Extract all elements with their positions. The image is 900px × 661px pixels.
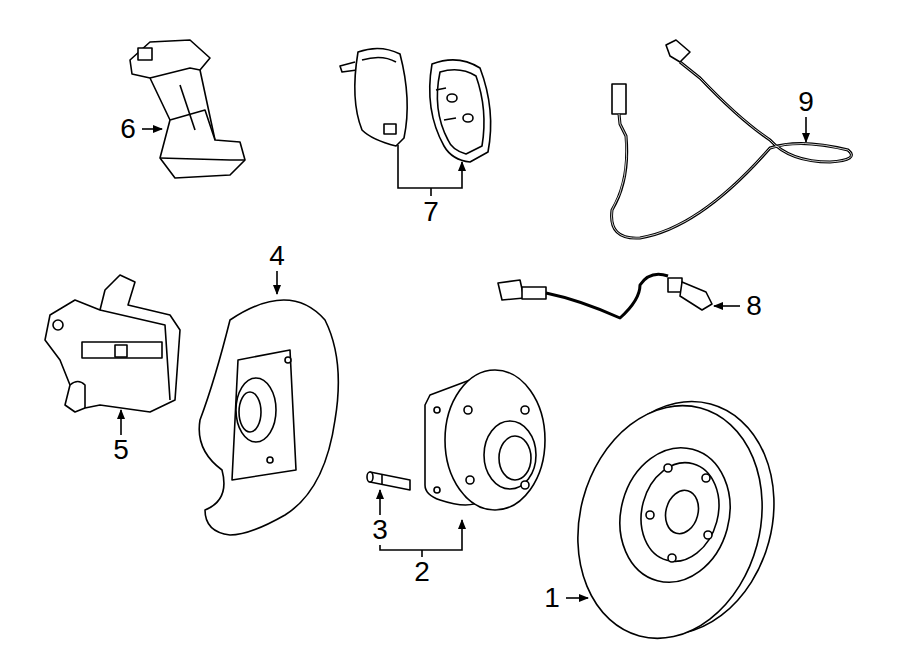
dust-shield bbox=[199, 300, 338, 535]
wheel-hub bbox=[425, 370, 545, 510]
caliper-bracket bbox=[130, 40, 245, 178]
callout-number: 9 bbox=[798, 88, 814, 116]
callout-number: 2 bbox=[414, 558, 430, 586]
wheel-stud bbox=[367, 472, 410, 490]
callout-number: 6 bbox=[120, 115, 136, 143]
callout-number: 8 bbox=[746, 292, 762, 320]
brake-rotor bbox=[553, 380, 800, 659]
sensor-harness bbox=[612, 40, 852, 238]
brake-pads bbox=[340, 48, 491, 162]
callout-number: 1 bbox=[544, 584, 560, 612]
wheel-speed-sensor bbox=[498, 274, 712, 318]
callout-number: 5 bbox=[113, 436, 129, 464]
brake-caliper bbox=[45, 275, 180, 412]
callout-number: 7 bbox=[423, 198, 439, 226]
leader-lines bbox=[121, 117, 806, 598]
callout-number: 3 bbox=[372, 516, 388, 544]
callout-number: 4 bbox=[269, 242, 285, 270]
